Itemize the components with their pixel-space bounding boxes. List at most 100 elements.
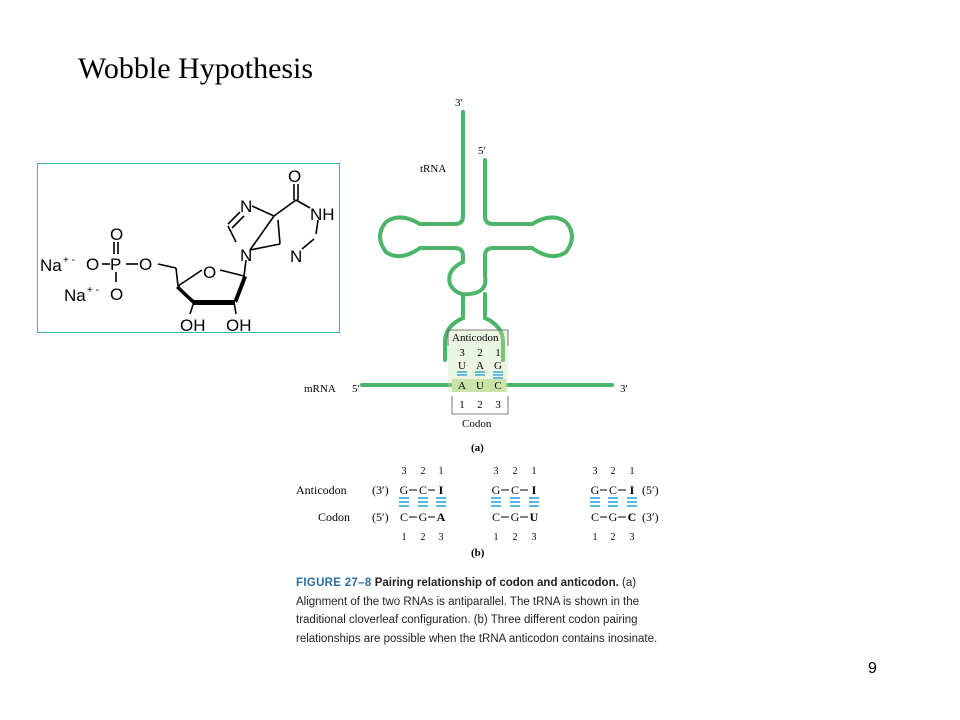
- anticodon-end-right: (5′): [642, 483, 659, 497]
- row-anticodon-label: Anticodon: [296, 483, 347, 497]
- anticodon-position: 2: [477, 347, 483, 359]
- atom-n-ring-3: N: [240, 246, 252, 265]
- atom-nh: NH: [310, 205, 335, 224]
- position-bottom: 2: [421, 532, 426, 543]
- panel-a-label: (a): [471, 442, 484, 454]
- charge-label-top: + -: [63, 255, 75, 266]
- mrna-5-prime-label: 5′: [352, 383, 360, 395]
- base-pair-lines-b: [399, 497, 637, 507]
- position-top: 2: [421, 466, 426, 477]
- atom-n-ring-1: N: [290, 247, 302, 266]
- anticodon-base-b: C: [511, 483, 519, 497]
- anticodon-base: A: [476, 360, 484, 372]
- position-bottom: 1: [593, 532, 598, 543]
- slide-title: Wobble Hypothesis: [78, 52, 314, 85]
- panel-b-label: (b): [471, 547, 485, 559]
- atom-o-carbonyl: O: [288, 167, 301, 186]
- codon-base-b: G: [511, 510, 520, 524]
- codon-position: 1: [459, 399, 465, 411]
- anticodon-label-a: Anticodon: [452, 332, 499, 344]
- position-top: 2: [611, 466, 616, 477]
- position-top: 1: [532, 466, 537, 477]
- anticodon-base-b: G: [400, 483, 409, 497]
- inosinate-structure: O NH N N N O OH OH P O O O O Na + - Na +…: [40, 167, 335, 335]
- row-codon-label: Codon: [318, 510, 350, 524]
- codon-base-b: G: [609, 510, 618, 524]
- trna-label: tRNA: [420, 163, 446, 175]
- position-top: 1: [630, 466, 635, 477]
- trna-anticodon-arm-right: [483, 292, 505, 362]
- mrna-3-prime-label: 3′: [620, 383, 628, 395]
- atom-n-ring-2: N: [240, 197, 252, 216]
- sodium-ion-bottom: Na: [64, 286, 86, 305]
- codon-base: A: [458, 380, 466, 392]
- anticodon-base-b: I: [532, 483, 537, 497]
- trna-5-prime-strand: [483, 158, 534, 226]
- anticodon-end-left: (3′): [372, 483, 389, 497]
- anticodon-position: 3: [459, 347, 465, 359]
- trna-3-prime-strand: [418, 110, 465, 226]
- position-bottom: 2: [513, 532, 518, 543]
- trna-5-prime-label: 5′: [478, 145, 486, 157]
- codon-base-b: C: [400, 510, 408, 524]
- atom-oh-left: OH: [180, 316, 206, 332]
- trna-3-prime-label: 3′: [455, 97, 463, 109]
- codon-base: U: [476, 380, 484, 392]
- position-bottom: 3: [439, 532, 444, 543]
- charge-label-bottom: + -: [87, 285, 99, 296]
- codon-base: C: [494, 380, 501, 392]
- codon-base-b: U: [530, 510, 539, 524]
- codon-base-b: C: [492, 510, 500, 524]
- position-bottom: 1: [402, 532, 407, 543]
- trna-variable-loop: [447, 260, 488, 297]
- mrna-label: mRNA: [304, 383, 336, 395]
- codon-end-left: (5′): [372, 510, 389, 524]
- position-bottom: 3: [630, 532, 635, 543]
- figure-number: FIGURE 27–8: [296, 577, 372, 589]
- atom-oh-right: OH: [226, 316, 252, 332]
- trna-d-loop: [378, 215, 465, 264]
- sodium-ion-top: Na: [40, 256, 62, 275]
- backbone-dashes-b: [409, 489, 626, 518]
- position-bottom: 3: [532, 532, 537, 543]
- codon-base-b: A: [437, 510, 446, 524]
- anticodon-base: U: [458, 360, 466, 372]
- codon-base-b: G: [419, 510, 428, 524]
- atom-o-ribose: O: [203, 263, 216, 282]
- anticodon-base-b: C: [609, 483, 617, 497]
- inosinate-structure-panel: O NH N N N O OH OH P O O O O Na + - Na +…: [37, 163, 340, 335]
- anticodon-base-b: I: [630, 483, 635, 497]
- anticodon-base-b: G: [492, 483, 501, 497]
- position-top: 2: [513, 466, 518, 477]
- position-top: 3: [593, 466, 598, 477]
- anticodon-base-b: C: [419, 483, 427, 497]
- page-number: 9: [868, 660, 877, 677]
- figure-title: Pairing relationship of codon and antico…: [374, 577, 619, 589]
- codon-base-b: C: [628, 510, 637, 524]
- codon-position: 3: [495, 399, 501, 411]
- atom-o-phosphate-left: O: [86, 255, 99, 274]
- codon-label-a: Codon: [462, 418, 492, 430]
- position-bottom: 2: [611, 532, 616, 543]
- atom-phosphorus: P: [110, 255, 121, 274]
- base-pair-lines-a: [457, 371, 503, 379]
- position-top: 3: [494, 466, 499, 477]
- codon-position: 2: [477, 399, 483, 411]
- trna-anticodon-arm-left: [443, 292, 465, 362]
- anticodon-bracket: [447, 329, 509, 346]
- atom-o-phosphate-bottom: O: [110, 285, 123, 304]
- codon-bracket: [451, 396, 509, 415]
- figure-caption-body: (a) Alignment of the two RNAs is antipar…: [296, 577, 658, 645]
- figure-caption: FIGURE 27–8 Pairing relationship of codo…: [296, 574, 676, 648]
- anticodon-base: G: [494, 360, 502, 372]
- trna-t-loop: [483, 215, 574, 264]
- codon-end-right: (3′): [642, 510, 659, 524]
- position-bottom: 1: [494, 532, 499, 543]
- codon-base-b: C: [591, 510, 599, 524]
- atom-o-phosphate-top: O: [110, 225, 123, 244]
- codon-highlight: [452, 379, 506, 392]
- position-top: 1: [439, 466, 444, 477]
- anticodon-base-b: G: [591, 483, 600, 497]
